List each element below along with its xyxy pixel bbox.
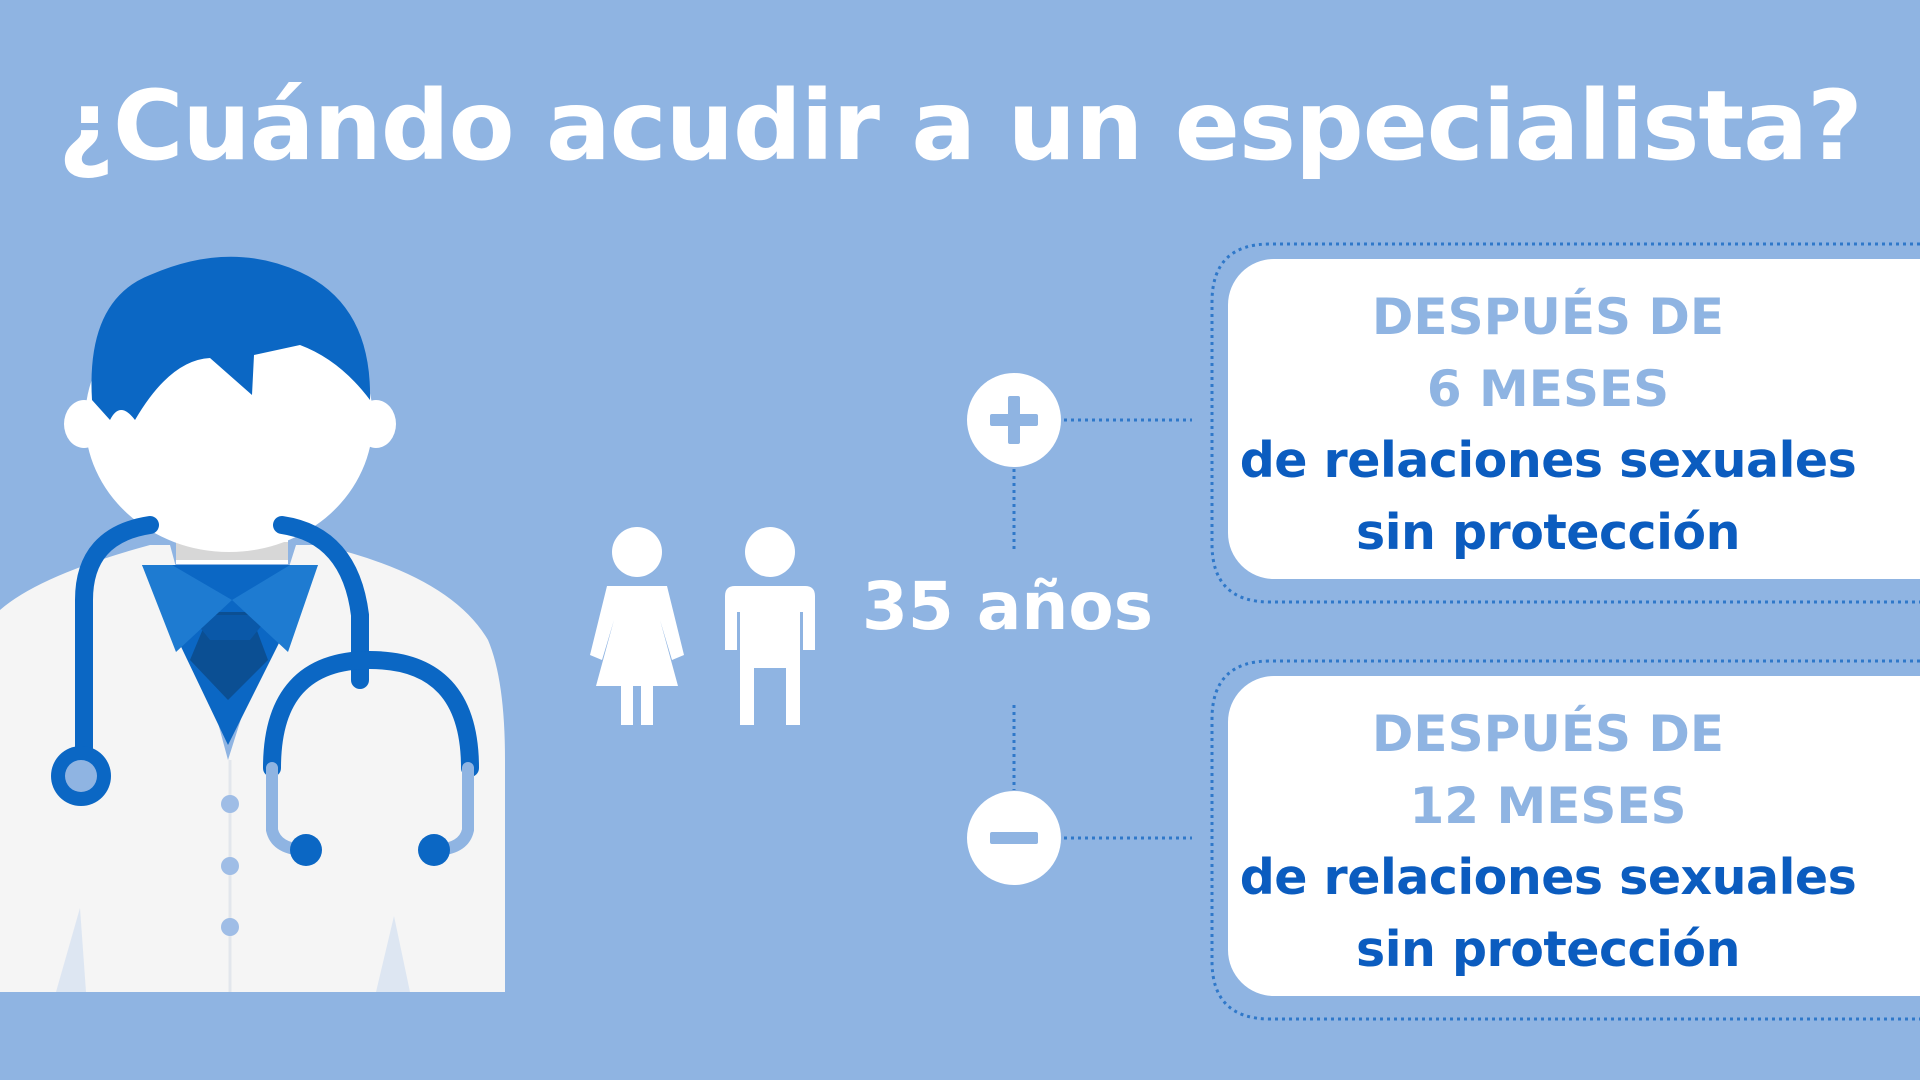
stethoscope-earpiece-left xyxy=(290,834,322,866)
info-card-12-months: DESPUÉS DE 12 MESES de relaciones sexual… xyxy=(1228,676,1920,996)
coat-shadow-right xyxy=(376,916,410,992)
connector-lines xyxy=(1012,418,1192,840)
stethoscope-tube xyxy=(75,516,369,757)
coat-shadow-left xyxy=(56,908,86,992)
stethoscope-loop xyxy=(263,650,479,777)
page-title: ¿Cuándo acudir a un especialista? xyxy=(58,70,1862,182)
doctor-collar-right xyxy=(232,565,318,652)
plus-icon xyxy=(967,373,1061,467)
card-heading: DESPUÉS DE xyxy=(1371,705,1725,763)
info-card-text: DESPUÉS DE 6 MESES de relaciones sexuale… xyxy=(1228,281,1868,569)
card-period: 12 MESES xyxy=(1409,777,1687,835)
card-description-2: sin protección xyxy=(1356,504,1740,561)
doctor-hair xyxy=(91,256,371,420)
card-heading: DESPUÉS DE xyxy=(1371,288,1725,346)
stethoscope-earpiece-right xyxy=(418,834,450,866)
info-card-text: DESPUÉS DE 12 MESES de relaciones sexual… xyxy=(1228,698,1868,986)
age-label: 35 años xyxy=(862,568,1153,645)
doctor-illustration xyxy=(0,256,505,992)
doctor-collar xyxy=(142,565,232,652)
coat-button xyxy=(221,795,239,813)
card-description-2: sin protección xyxy=(1356,921,1740,978)
card-description: de relaciones sexuales xyxy=(1239,432,1857,489)
minus-icon xyxy=(967,791,1061,885)
stethoscope-chest-piece-inner xyxy=(65,760,97,792)
woman-icon xyxy=(590,527,684,725)
man-icon xyxy=(725,527,815,725)
doctor-tie-knot xyxy=(190,615,270,640)
info-card-6-months: DESPUÉS DE 6 MESES de relaciones sexuale… xyxy=(1228,259,1920,579)
card-period: 6 MESES xyxy=(1426,360,1670,418)
coat-button xyxy=(221,857,239,875)
coat-button xyxy=(221,918,239,936)
card-description: de relaciones sexuales xyxy=(1239,849,1857,906)
